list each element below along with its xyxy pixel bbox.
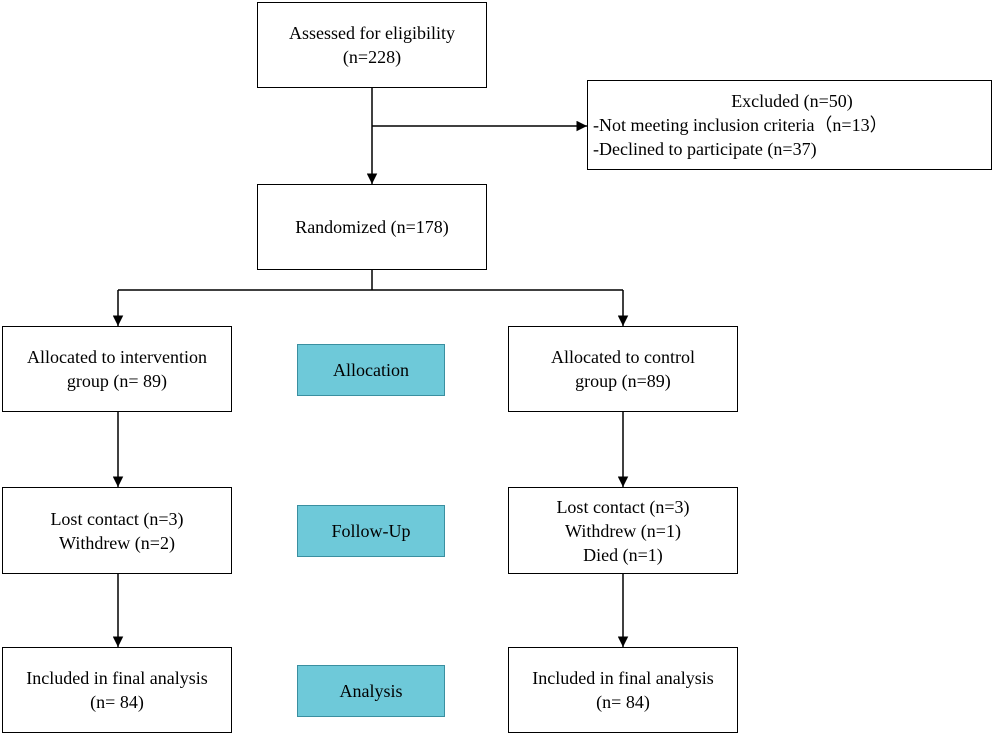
stage-label-analysis: Analysis	[297, 665, 445, 717]
stage-label-allocation: Allocation	[297, 344, 445, 396]
control-analysis-box: Included in final analysis (n= 84)	[508, 647, 738, 733]
assessed-line-2: (n=228)	[342, 47, 402, 67]
randomized-box: Randomized (n=178)	[257, 184, 487, 270]
control-followup-line-1: Lost contact (n=3)	[556, 496, 690, 517]
control-analysis-line-2: (n= 84)	[596, 692, 650, 712]
randomized-label: Randomized (n=178)	[295, 217, 449, 237]
excluded-box: Excluded (n=50) -Not meeting inclusion c…	[587, 80, 992, 170]
assessed-line-1: Assessed for eligibility	[289, 23, 455, 43]
stage-label-followup: Follow-Up	[297, 505, 445, 557]
intervention-followup-line-1: Lost contact (n=3)	[50, 508, 184, 529]
control-followup-line-3: Died (n=1)	[583, 544, 663, 565]
stage-label-allocation-text: Allocation	[333, 359, 409, 380]
control-followup-box: Lost contact (n=3) Withdrew (n=1) Died (…	[508, 487, 738, 574]
intervention-analysis-line-1: Included in final analysis	[26, 668, 208, 688]
control-analysis-line-1: Included in final analysis	[532, 668, 714, 688]
control-allocated-line-2: group (n=89)	[575, 371, 671, 391]
intervention-allocated-line-2: group (n= 89)	[66, 371, 168, 391]
intervention-analysis-line-2: (n= 84)	[90, 692, 144, 712]
stage-label-analysis-text: Analysis	[339, 680, 403, 701]
intervention-analysis-box: Included in final analysis (n= 84)	[2, 647, 232, 733]
stage-label-followup-text: Follow-Up	[331, 520, 411, 541]
excluded-reason-2: -Declined to participate (n=37)	[593, 139, 817, 159]
intervention-allocated-box: Allocated to intervention group (n= 89)	[2, 326, 232, 412]
control-allocated-box: Allocated to control group (n=89)	[508, 326, 738, 412]
intervention-followup-line-2: Withdrew (n=2)	[59, 532, 175, 553]
control-followup-line-2: Withdrew (n=1)	[565, 520, 681, 541]
excluded-title: Excluded (n=50)	[731, 91, 853, 111]
control-allocated-line-1: Allocated to control	[551, 347, 695, 367]
excluded-reason-1: -Not meeting inclusion criteria（n=13）	[593, 115, 888, 135]
intervention-allocated-line-1: Allocated to intervention	[27, 347, 207, 367]
intervention-followup-box: Lost contact (n=3) Withdrew (n=2)	[2, 487, 232, 574]
assessed-box: Assessed for eligibility (n=228)	[257, 2, 487, 88]
